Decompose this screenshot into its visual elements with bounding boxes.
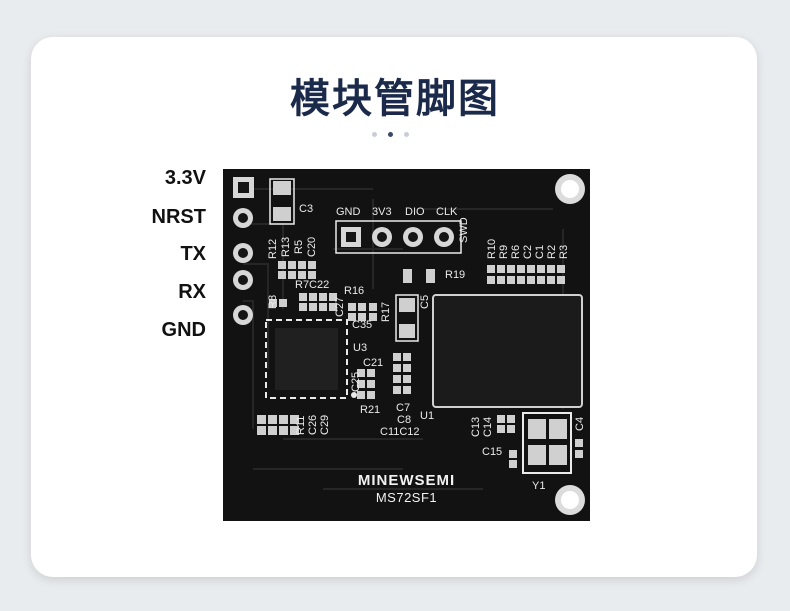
silk-c27: C27 [334,296,346,317]
board-brand: MINEWSEMI [357,472,456,489]
silk-r17: R17 [380,301,392,322]
silk-r2: R2 [546,244,558,259]
silk-c26: C26 [307,414,319,435]
carousel-dot-1[interactable] [372,132,377,137]
carousel-dot-3[interactable] [404,132,409,137]
mounting-hole-bottom [555,485,585,515]
silk-r8: R8 [267,294,279,309]
swd-label: SWD [458,217,470,243]
pin-label-3v3: 3.3V [164,167,206,189]
silk-r12: R12 [267,238,279,259]
silk-r19: R19 [445,269,466,281]
silk-c13: C13 [470,416,482,437]
silk-r10: R10 [486,238,498,259]
board-model: MS72SF1 [375,490,438,505]
swd-label-3v3: 3V3 [372,206,392,218]
silk-c29: C29 [319,414,331,435]
silk-c7: C7 [396,402,411,414]
silk-y1: Y1 [532,480,546,492]
silk-c14: C14 [482,416,494,437]
module-board: C3 GND 3V3 DIO CLK SWD R12 R13 R5 C20 R1… [223,169,590,521]
carousel-dot-2[interactable] [388,132,393,137]
silk-c11c12: C11C12 [380,426,420,438]
silk-r21: R21 [360,404,381,416]
swd-header-pads [341,227,454,247]
silk-u1: U1 [420,410,435,422]
silk-r13: R13 [280,236,292,257]
silk-r11: R11 [295,415,307,435]
silk-u3: U3 [353,342,368,354]
carousel-indicator[interactable] [372,132,418,138]
silk-c15: C15 [482,446,503,458]
silk-c21: C21 [363,357,384,369]
silk-r6: R6 [510,244,522,259]
silk-r16: R16 [344,285,365,297]
silk-c3: C3 [299,203,314,215]
pin-label-gnd: GND [161,319,206,341]
pin-label-tx: TX [180,243,206,265]
silk-c5: C5 [419,294,431,309]
edge-pins [233,177,254,325]
swd-label-dio: DIO [405,206,425,218]
silk-c20: C20 [306,236,318,257]
silk-r3: R3 [558,244,570,259]
page-title: 模块管脚图 [290,76,500,122]
silk-c35: C35 [352,319,373,331]
silk-c4: C4 [574,416,586,431]
pin-label-rx: RX [178,281,206,303]
swd-label-gnd: GND [336,206,361,218]
silk-r5: R5 [293,239,305,254]
mounting-hole-top [555,174,585,204]
silk-c2: C2 [522,244,534,259]
board-artwork [233,174,585,515]
swd-label-clk: CLK [436,206,458,218]
silk-c8: C8 [397,414,412,426]
silk-r7c22: R7C22 [295,279,330,291]
silk-c1: C1 [534,244,546,259]
pin-label-nrst: NRST [151,206,206,228]
silk-r9: R9 [498,244,510,259]
silk-c25: C25 [350,371,362,392]
